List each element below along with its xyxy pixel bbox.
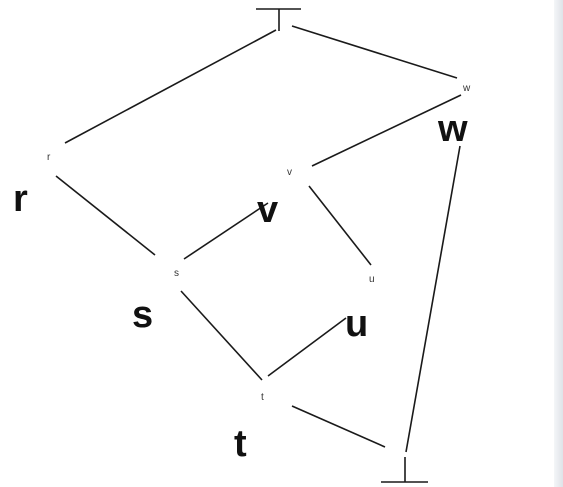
node-s-big-label: s bbox=[132, 294, 153, 336]
edge-r-s bbox=[55, 175, 156, 256]
edge-t-bottom bbox=[291, 405, 386, 448]
edge-w-bottom bbox=[405, 145, 461, 453]
node-u-big-label: u bbox=[345, 303, 368, 345]
node-v-big-label: v bbox=[257, 189, 278, 231]
page-edge-strip bbox=[554, 0, 563, 487]
node-s-small-label: s bbox=[174, 268, 179, 279]
node-w-small-label: w bbox=[462, 83, 471, 94]
node-r-small-label: r bbox=[47, 152, 51, 163]
node-r-big-label: r bbox=[13, 178, 28, 220]
edge-w-v bbox=[311, 94, 462, 167]
edge-top-r bbox=[64, 29, 277, 144]
node-t-big-label: t bbox=[234, 423, 247, 465]
node-u-small-label: u bbox=[369, 274, 375, 285]
edge-top-w bbox=[291, 25, 458, 79]
edge-s-t bbox=[180, 290, 263, 381]
top-element-symbol bbox=[256, 8, 301, 31]
node-t-small-label: t bbox=[261, 392, 264, 403]
node-w-big-label: w bbox=[437, 108, 468, 150]
edge-v-s bbox=[183, 202, 269, 260]
edge-u-t bbox=[267, 317, 347, 377]
edge-v-u bbox=[308, 185, 372, 266]
node-v-small-label: v bbox=[287, 167, 292, 178]
bottom-element-symbol bbox=[381, 457, 428, 483]
